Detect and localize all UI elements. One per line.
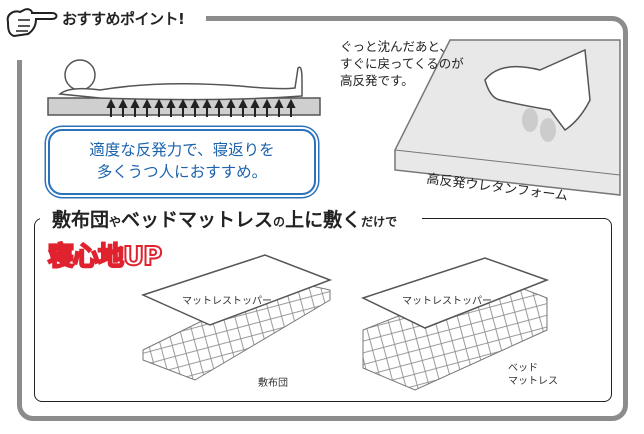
callout-text: 適度な反発力で、寝返りを 多くうつ人におすすめ。 — [62, 139, 302, 183]
usage-title: 敷布団やベッドマットレスの上に敷くだけで — [52, 205, 397, 232]
title-no: の — [273, 215, 286, 229]
bed-label-line-2: マットレス — [508, 376, 558, 387]
topper-illustrations — [140, 254, 550, 391]
comfort-up-badge: 寝心地UP — [47, 241, 163, 273]
title-ya: や — [109, 215, 122, 229]
rebound-arrowhead — [202, 98, 212, 108]
rebound-arrowhead — [238, 98, 248, 108]
rebound-arrowhead — [190, 98, 200, 108]
rebound-arrowhead — [226, 98, 236, 108]
topper-label-futon: マットレストッパー — [182, 296, 272, 307]
title-bed-mattress: ベッドマットレス — [121, 209, 274, 231]
foam-illustration — [394, 39, 621, 196]
outer-frame — [17, 16, 628, 421]
frame-gap — [10, 0, 206, 60]
rebound-arrowhead — [250, 98, 260, 108]
rebound-arrowhead — [130, 98, 140, 108]
rebound-arrowhead — [214, 98, 224, 108]
bed-label-line-1: ベッド — [508, 363, 538, 374]
rebound-arrowhead — [286, 98, 296, 108]
callout-box — [48, 129, 316, 195]
sleeper-illustration — [47, 59, 321, 117]
rebound-arrowhead — [262, 98, 272, 108]
rebound-arrowhead — [154, 98, 164, 108]
callout-line-1: 適度な反発力で、寝返りを — [89, 141, 275, 159]
note-line-3: 高反発です。 — [340, 73, 414, 88]
futon-label: 敷布団 — [258, 378, 288, 389]
callout-line-2: 多くうつ人におすすめ。 — [96, 163, 268, 181]
pointing-hand-icon — [6, 8, 58, 38]
header-title: おすすめポイント! — [62, 10, 185, 28]
note-line-2: すぐに戻ってくるのが — [340, 56, 464, 71]
note-line-1: ぐっと沈んだあと、 — [340, 39, 453, 54]
title-lay-on: 上に敷く — [285, 209, 362, 231]
topper-label-bed: マットレストッパー — [402, 296, 492, 307]
rebound-arrowhead — [166, 98, 176, 108]
rebound-arrowhead — [118, 98, 128, 108]
bed-mattress-label: ベッド マットレス — [508, 362, 558, 388]
rebound-note: ぐっと沈んだあと、 すぐに戻ってくるのが 高反発です。 — [340, 38, 464, 89]
rebound-arrowhead — [106, 98, 116, 108]
title-dakede: だけで — [361, 215, 398, 229]
usage-title-gap — [40, 208, 422, 228]
rebound-arrowhead — [178, 98, 188, 108]
rebound-arrowhead — [274, 98, 284, 108]
rebound-arrowhead — [142, 98, 152, 108]
title-futon: 敷布団 — [52, 209, 110, 231]
